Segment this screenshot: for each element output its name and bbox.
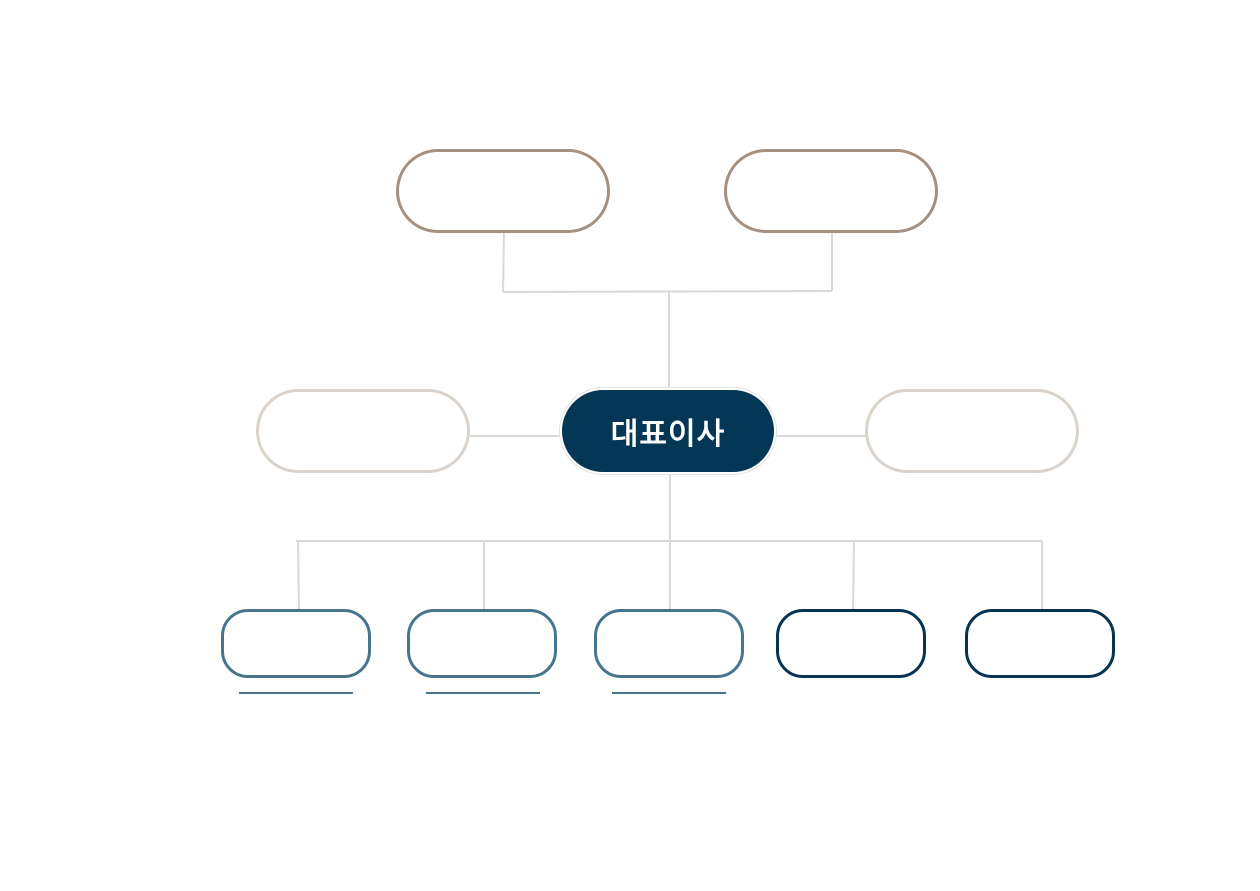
bottom-node-3-underline <box>612 692 726 694</box>
bottom-node-2 <box>407 609 557 678</box>
top-node-right <box>724 149 938 233</box>
top-node-left <box>396 149 610 233</box>
ceo-node: 대표이사 <box>560 388 776 474</box>
bottom-node-1 <box>221 609 371 678</box>
ceo-label: 대표이사 <box>610 417 726 452</box>
bottom-node-1-underline <box>239 692 353 694</box>
connector-line <box>502 290 833 293</box>
bottom-node-2-underline <box>426 692 540 694</box>
bottom-node-3 <box>594 609 744 678</box>
side-node-left <box>256 389 470 473</box>
bottom-node-4 <box>776 609 926 678</box>
connector-line <box>852 540 855 610</box>
side-node-right <box>865 389 1079 473</box>
bottom-node-5 <box>965 609 1115 678</box>
connector-line <box>502 232 505 293</box>
connector-line <box>297 540 300 610</box>
